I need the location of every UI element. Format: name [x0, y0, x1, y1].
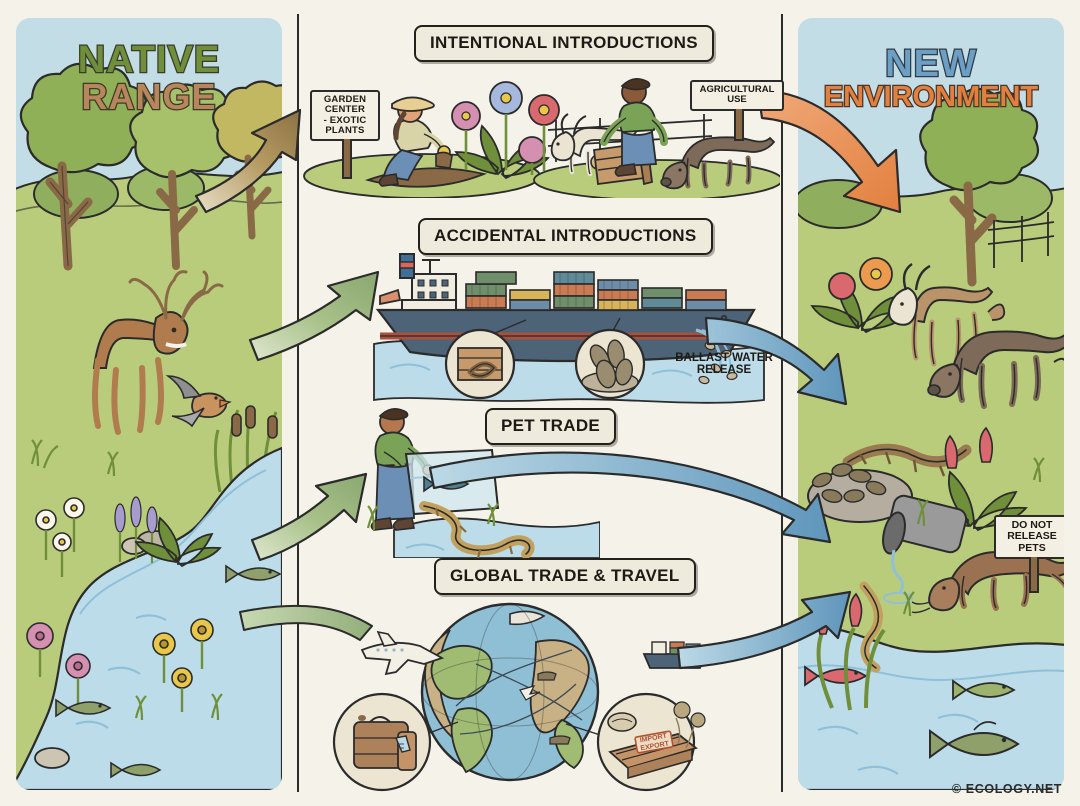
divider-right — [781, 14, 783, 792]
drain-pipe — [882, 494, 968, 604]
inset-stowaway-snake — [444, 319, 527, 400]
native-range-illustration — [16, 62, 282, 790]
invasive-fish-1 — [804, 665, 868, 687]
inset-hull-mussels — [574, 317, 646, 400]
sign-do-not-release-pets: DO NOT RELEASE PETS — [994, 515, 1064, 593]
intentional-boar — [660, 136, 776, 190]
wildflowers — [26, 496, 214, 712]
globe — [420, 602, 600, 782]
deer — [92, 270, 224, 435]
sign-line-2: USE — [727, 94, 747, 106]
exotic-plants — [451, 81, 560, 180]
sign-garden-center-exotic-plants: GARDEN CENTER - EXOTIC PLANTS — [310, 90, 380, 179]
section-label-pet-trade: PET TRADE — [485, 408, 617, 445]
invasive-fish-large — [929, 721, 1020, 759]
wild-boar — [927, 330, 1064, 409]
sign-line-3: - EXOTIC — [323, 114, 367, 126]
sign-agricultural-use: AGRICULTURAL USE — [690, 80, 784, 141]
annotation-ballast-water-release: BALLAST WATER RELEASE — [668, 352, 780, 376]
divider-left — [297, 14, 299, 792]
songbird — [165, 375, 232, 428]
scene-accidental-introductions — [373, 253, 765, 404]
cattails — [213, 405, 278, 493]
sign-line-1: GARDEN — [323, 94, 367, 105]
gardener — [378, 96, 453, 187]
scene-intentional-introductions — [303, 78, 780, 198]
sign-line-4: PLANTS — [325, 124, 365, 136]
sign-post — [342, 139, 352, 179]
new-environment-illustration — [798, 87, 1064, 790]
sign-line-1: DO NOT — [1011, 519, 1053, 531]
inset-import-export-pallet: IMPORT EXPORT — [565, 692, 706, 792]
sign-line-2: CENTER — [324, 104, 366, 116]
import-label: IMPORT — [639, 733, 668, 745]
sign-post — [734, 108, 744, 141]
cargo-ship-small — [642, 641, 708, 669]
inset-luggage — [332, 692, 459, 792]
new-environment-water — [798, 625, 1064, 790]
native-plant — [134, 516, 222, 568]
panel-native-range: NATIVE RANGE — [16, 18, 282, 790]
livestock-goat — [550, 113, 638, 177]
invasive-fish-2 — [952, 679, 1016, 701]
scene-global-trade-travel: IMPORT EXPORT — [332, 602, 708, 792]
section-label-accidental-introductions: ACCIDENTAL INTRODUCTIONS — [418, 218, 713, 255]
section-label-intentional-introductions: INTENTIONAL INTRODUCTIONS — [414, 25, 714, 62]
note-line-1: BALLAST WATER — [675, 352, 773, 364]
sign-line-3: PETS — [1018, 541, 1046, 554]
airplane — [360, 630, 445, 676]
copyright-credit: © ECOLOGY.NET — [951, 782, 1062, 796]
farmer — [600, 78, 668, 177]
sign-post — [1029, 556, 1039, 593]
water-snake — [859, 581, 883, 673]
panel-new-environment: NEW ENVIRONMENT DO NOT RELEASE PETS — [798, 18, 1064, 790]
feral-goat — [888, 263, 1006, 367]
sign-line-1: AGRICULTURAL — [699, 84, 775, 95]
section-label-global-trade-travel: GLOBAL TRADE & TRAVEL — [434, 558, 696, 595]
note-line-2: RELEASE — [696, 364, 752, 377]
native-fish — [55, 564, 282, 779]
sign-line-2: RELEASE — [1007, 530, 1057, 543]
